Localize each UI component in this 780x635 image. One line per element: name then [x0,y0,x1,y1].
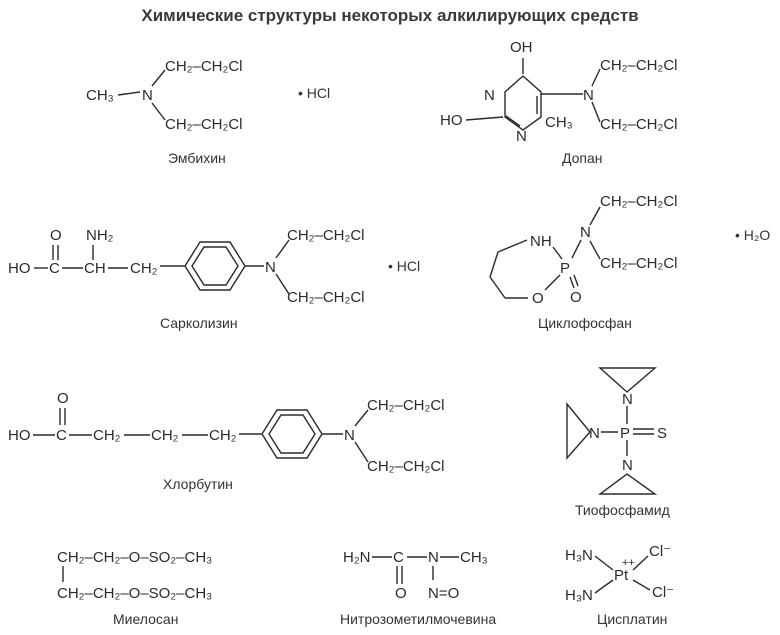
page-title: Химические структуры некоторых алкилирую… [141,6,639,25]
chloroethyl-chain: CH₂–CH₂Cl [600,57,677,74]
compound-name-khlorbutin: Хлорбутин [163,476,233,492]
tiofosfamid-structure: N N P S N Тиофосфамид [566,367,670,518]
compound-name-nitrozometilmochevina: Нитрозометилмочевина [340,611,496,627]
methylene-group: CH₂ [130,260,158,277]
chloroethyl-chain: CH₂–CH₂Cl [600,193,677,210]
nitrogen-atom: N [580,224,591,241]
compound-name-dopan: Допан [562,150,603,166]
nitrogen-atom: N [428,549,439,566]
alpha-carbon: CH [84,260,106,277]
carbonyl-oxygen: O [57,390,69,407]
embikhin-structure: CH₃ N CH₂–CH₂Cl CH₂–CH₂Cl • HCl Эмбихин [86,58,330,166]
chloroethyl-chain: CH₂–CH₂Cl [367,397,444,414]
chloroethyl-chain: CH₂–CH₂Cl [165,116,242,133]
hcl-salt: • HCl [298,85,330,101]
carbonyl-carbon: C [393,549,404,566]
ring-nitrogen: N [516,128,527,145]
ammine-ligand: H₃N [565,547,593,564]
carbonyl-oxygen: O [50,227,62,244]
nitrogen-atom: N [142,87,153,104]
amino-group: NH₂ [86,227,114,244]
hydroxyl-group: HO [8,260,31,277]
phosphorus-atom: P [620,425,630,442]
nitroso-group: N=O [428,585,459,602]
methyl-group: CH₃ [545,114,573,131]
hydroxyl-group: HO [8,427,31,444]
mesyloxy-chain: CH₂–CH₂–O–SO₂–CH₃ [57,549,212,566]
water-hydrate: • H₂O [735,227,770,243]
carboxyl-carbon: C [56,427,67,444]
phosphoryl-oxygen: O [570,289,582,306]
chloride-ligand: Cl⁻ [652,584,674,601]
sulfur-atom: S [657,425,667,442]
chloroethyl-chain: CH₂–CH₂Cl [165,58,242,75]
methylene-group: CH₂ [151,427,179,444]
ring-nh: NH [530,233,552,250]
khlorbutin-structure: O HO C CH₂ CH₂ CH₂ N CH₂–CH₂Cl CH₂–CH₂Cl… [8,390,444,492]
carboxyl-carbon: C [49,260,60,277]
hydroxyl-group: OH [510,39,533,56]
chloroethyl-chain: CH₂–CH₂Cl [600,255,677,272]
mesyloxy-chain: CH₂–CH₂–O–SO₂–CH₃ [57,585,212,602]
nitrogen-atom: N [344,427,355,444]
hydroxyl-group: HO [440,112,463,129]
chloroethyl-chain: CH₂–CH₂Cl [367,458,444,475]
methyl-group: CH₃ [86,87,114,104]
chloroethyl-chain: CH₂–CH₂Cl [287,227,364,244]
methylene-group: CH₂ [93,427,121,444]
ring-oxygen: O [532,290,544,307]
mielosan-structure: CH₂–CH₂–O–SO₂–CH₃ CH₂–CH₂–O–SO₂–CH₃ Миел… [57,549,212,627]
compound-name-mielosan: Миелосан [113,611,178,627]
aziridine-nitrogen: N [622,391,633,408]
hcl-salt: • HCl [388,258,420,274]
compound-name-embikhin: Эмбихин [168,150,226,166]
phosphorus-atom: P [560,260,570,277]
tsiklofosfan-structure: NH P O O N CH₂–CH₂Cl CH₂–CH₂Cl • H₂O Цик… [489,193,770,331]
dopan-structure: OH N N HO CH₃ N CH₂–CH₂Cl CH₂–CH₂Cl Допа… [440,39,677,166]
carbonyl-oxygen: O [395,585,407,602]
platinum-atom: Pt [614,567,629,584]
methylene-group: CH₂ [209,427,237,444]
ring-nitrogen: N [484,87,495,104]
chloride-ligand: Cl⁻ [649,543,671,560]
chloroethyl-chain: CH₂–CH₂Cl [600,116,677,133]
aziridine-nitrogen: N [589,425,600,442]
nitrogen-atom: N [583,87,594,104]
compound-name-tsisplatin: Цисплатин [597,611,667,627]
nitrogen-atom: N [265,259,276,276]
methyl-group: CH₃ [460,549,488,566]
chloroethyl-chain: CH₂–CH₂Cl [287,289,364,306]
compound-name-tiofosfamid: Тиофосфамид [575,502,670,518]
compound-name-tsiklofosfan: Циклофосфан [538,315,632,331]
aziridine-nitrogen: N [622,457,633,474]
platinum-charge: ++ [622,557,635,569]
compound-name-sarkolizin: Сарколизин [160,315,238,331]
amino-group: H₂N [343,549,371,566]
ammine-ligand: H₃N [565,587,593,604]
sarkolizin-structure: O NH₂ HO C CH CH₂ N CH₂–CH₂Cl CH₂–CH₂Cl … [8,227,420,331]
tsisplatin-structure: H₃N ++ Pt Cl⁻ H₃N Cl⁻ Цисплатин [565,543,674,627]
nitrozometilmochevina-structure: H₂N C O N CH₃ N=O Нитрозометилмочевина [340,549,496,627]
